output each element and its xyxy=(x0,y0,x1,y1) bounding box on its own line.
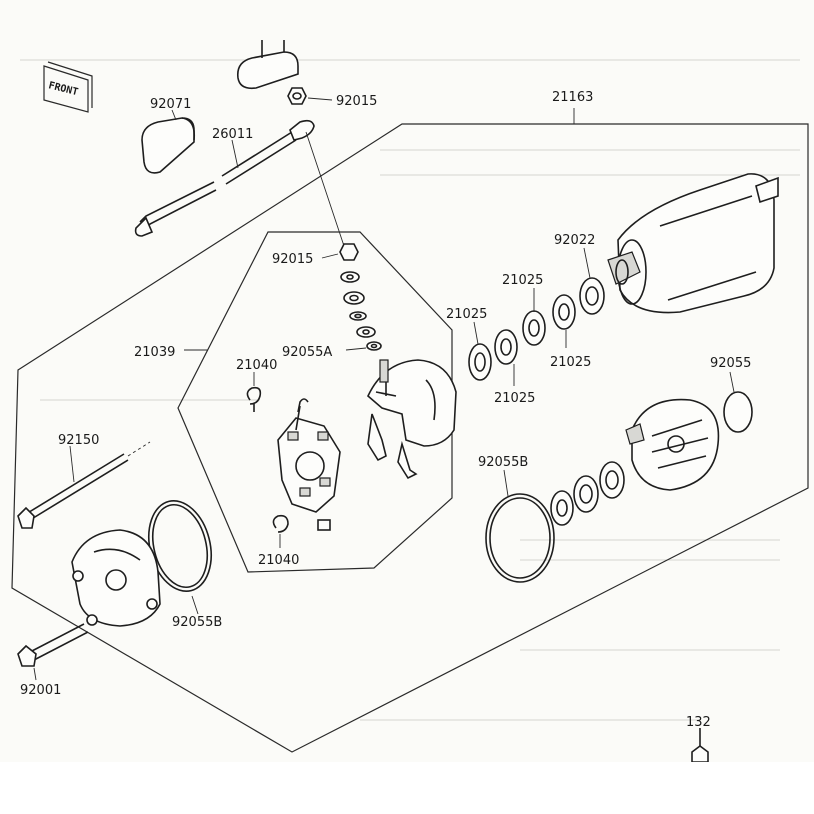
label-26011: 26011 xyxy=(212,127,253,142)
leader-92071 xyxy=(171,109,177,121)
assembly-21163-outline xyxy=(11,123,809,753)
leader-21025-b xyxy=(473,321,479,345)
part-92015-nut-top xyxy=(287,87,307,105)
part-92055B-oring-right xyxy=(485,493,555,583)
part-92071-cap xyxy=(141,117,196,174)
brush-terminal-assembly xyxy=(367,359,457,480)
brush-plate xyxy=(277,398,341,531)
leader-92001 xyxy=(33,667,37,681)
label-21039: 21039 xyxy=(134,345,175,360)
label-92055B-left: 92055B xyxy=(172,615,222,630)
part-132 xyxy=(691,728,709,763)
leader-92055A xyxy=(345,347,367,351)
label-21163: 21163 xyxy=(552,90,593,105)
label-92015-top: 92015 xyxy=(336,94,377,109)
end-cover-left xyxy=(71,529,161,627)
motor-yoke xyxy=(607,173,779,314)
washers-lower xyxy=(550,461,625,526)
label-92001: 92001 xyxy=(20,683,61,698)
leader-92055B-left xyxy=(191,595,199,615)
leader-92022 xyxy=(583,247,591,279)
boot-part-top xyxy=(236,40,299,90)
leader-92015-top xyxy=(307,97,333,101)
label-92055: 92055 xyxy=(710,356,751,371)
leader-92150 xyxy=(69,445,75,483)
part-92001-bolt xyxy=(17,623,89,667)
washers-21025-upper xyxy=(468,277,605,381)
part-21040-spring-top xyxy=(246,386,262,412)
leader-92055B-right xyxy=(503,469,509,497)
leader-92015-mid xyxy=(321,253,339,259)
label-21025-a: 21025 xyxy=(502,273,543,288)
part-92055-oring-right xyxy=(723,391,753,433)
label-92055B-right: 92055B xyxy=(478,455,528,470)
label-21025-d: 21025 xyxy=(494,391,535,406)
label-21025-c: 21025 xyxy=(550,355,591,370)
leader-92055 xyxy=(729,371,735,393)
part-21040-spring-bottom xyxy=(272,514,289,533)
label-21025-b: 21025 xyxy=(446,307,487,322)
part-92015-nut-mid xyxy=(339,243,359,261)
scan-bottom-margin xyxy=(0,762,814,814)
part-92150-bolt xyxy=(17,441,151,529)
label-92055A: 92055A xyxy=(282,345,332,360)
label-92015-mid: 92015 xyxy=(272,252,313,267)
label-132: 132 xyxy=(686,715,711,730)
label-92022: 92022 xyxy=(554,233,595,248)
label-92071: 92071 xyxy=(150,97,191,112)
label-21040-bottom: 21040 xyxy=(258,553,299,568)
front-direction-marker: FRONT xyxy=(43,61,93,113)
washer-stack xyxy=(340,271,382,351)
part-26011-cable xyxy=(134,119,315,237)
front-label: FRONT xyxy=(47,80,79,98)
label-92150: 92150 xyxy=(58,433,99,448)
label-21040-top: 21040 xyxy=(236,358,277,373)
end-cover-right xyxy=(625,398,720,491)
leader-92015-chain xyxy=(305,131,345,247)
leader-26011 xyxy=(231,139,239,169)
background-texture xyxy=(20,59,800,721)
